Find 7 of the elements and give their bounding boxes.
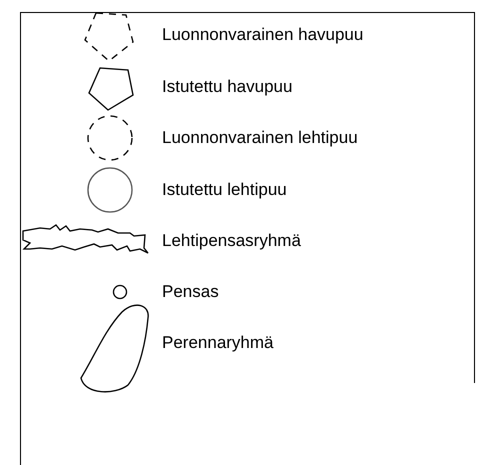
legend-label: Istutettu havupuu [162, 77, 292, 97]
legend-label: Luonnonvarainen havupuu [162, 25, 364, 45]
legend-label: Perennaryhmä [162, 333, 274, 353]
legend-label: Istutettu lehtipuu [162, 180, 287, 200]
legend-label: Pensas [162, 282, 219, 302]
legend-label: Lehtipensasryhmä [162, 231, 301, 251]
legend-label: Luonnonvarainen lehtipuu [162, 128, 358, 148]
